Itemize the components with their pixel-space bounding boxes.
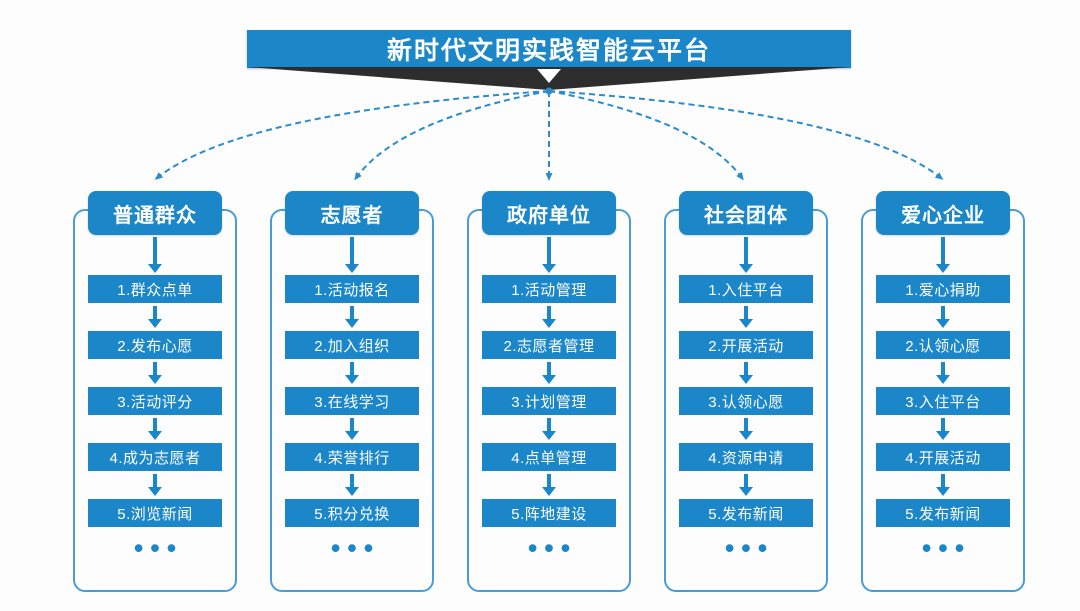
down-arrow-icon	[345, 235, 359, 275]
column-header: 志愿者	[285, 191, 419, 235]
column-header: 普通群众	[88, 191, 222, 235]
flow-step: 3.认领心愿	[679, 387, 813, 415]
flow-step: 2.发布心愿	[88, 331, 222, 359]
column-header-label: 社会团体	[704, 204, 788, 227]
platform-title: 新时代文明实践智能云平台	[386, 37, 711, 65]
down-arrow-icon	[542, 415, 556, 443]
column-volunteers: 志愿者 1.活动报名 2.加入组织 3.在线学习 4.荣誉排行 5.积分兑换 •…	[270, 0, 434, 611]
column-header-label: 普通群众	[113, 204, 197, 227]
flow-step: 2.志愿者管理	[482, 331, 616, 359]
flow-step: 1.爱心捐助	[876, 275, 1010, 303]
flow-step: 4.资源申请	[679, 443, 813, 471]
column-header-label: 政府单位	[507, 204, 591, 227]
flow-step: 1.活动报名	[285, 275, 419, 303]
column-header-label: 志愿者	[320, 204, 384, 227]
flow-step: 1.群众点单	[88, 275, 222, 303]
down-arrow-icon	[148, 235, 162, 275]
flow-step: 5.浏览新闻	[88, 499, 222, 527]
down-arrow-icon	[345, 359, 359, 387]
flow-step: 4.荣誉排行	[285, 443, 419, 471]
flow-step: 3.活动评分	[88, 387, 222, 415]
down-arrow-icon	[936, 471, 950, 499]
flow-step: 2.认领心愿	[876, 331, 1010, 359]
flow-step: 2.加入组织	[285, 331, 419, 359]
column-government-units: 政府单位 1.活动管理 2.志愿者管理 3.计划管理 4.点单管理 5.阵地建设…	[467, 0, 631, 611]
down-arrow-icon	[148, 471, 162, 499]
ellipsis-dots: •••	[330, 533, 381, 563]
down-arrow-icon	[936, 303, 950, 331]
platform-title-banner: 新时代文明实践智能云平台	[247, 30, 851, 68]
flow-step: 4.成为志愿者	[88, 443, 222, 471]
down-arrow-icon	[345, 415, 359, 443]
flow-step: 2.开展活动	[679, 331, 813, 359]
flow-step: 5.积分兑换	[285, 499, 419, 527]
down-arrow-icon	[542, 303, 556, 331]
down-arrow-icon	[739, 471, 753, 499]
flow-step: 4.点单管理	[482, 443, 616, 471]
down-arrow-icon	[936, 235, 950, 275]
down-arrow-icon	[739, 359, 753, 387]
down-arrow-icon	[739, 303, 753, 331]
flow-step: 5.发布新闻	[876, 499, 1010, 527]
flow-step: 3.计划管理	[482, 387, 616, 415]
flow-step: 1.活动管理	[482, 275, 616, 303]
ellipsis-dots: •••	[921, 533, 972, 563]
flow-step: 1.入住平台	[679, 275, 813, 303]
down-arrow-icon	[148, 359, 162, 387]
column-caring-enterprises: 爱心企业 1.爱心捐助 2.认领心愿 3.入住平台 4.开展活动 5.发布新闻 …	[861, 0, 1025, 611]
flow-step: 4.开展活动	[876, 443, 1010, 471]
ellipsis-dots: •••	[133, 533, 184, 563]
down-arrow-icon	[148, 303, 162, 331]
column-ordinary-masses: 普通群众 1.群众点单 2.发布心愿 3.活动评分 4.成为志愿者 5.浏览新闻…	[73, 0, 237, 611]
flow-step: 3.入住平台	[876, 387, 1010, 415]
column-header-label: 爱心企业	[901, 204, 985, 227]
column-header: 爱心企业	[876, 191, 1010, 235]
down-arrow-icon	[542, 359, 556, 387]
ellipsis-dots: •••	[527, 533, 578, 563]
flow-step: 5.发布新闻	[679, 499, 813, 527]
column-header: 社会团体	[679, 191, 813, 235]
down-arrow-icon	[739, 235, 753, 275]
ellipsis-dots: •••	[724, 533, 775, 563]
down-arrow-icon	[936, 359, 950, 387]
down-arrow-icon	[542, 235, 556, 275]
down-arrow-icon	[739, 415, 753, 443]
flow-step: 3.在线学习	[285, 387, 419, 415]
down-arrow-icon	[345, 471, 359, 499]
down-arrow-icon	[345, 303, 359, 331]
banner-down-arrow-icon	[537, 69, 561, 83]
column-social-groups: 社会团体 1.入住平台 2.开展活动 3.认领心愿 4.资源申请 5.发布新闻 …	[664, 0, 828, 611]
flow-step: 5.阵地建设	[482, 499, 616, 527]
column-header: 政府单位	[482, 191, 616, 235]
down-arrow-icon	[148, 415, 162, 443]
down-arrow-icon	[936, 415, 950, 443]
down-arrow-icon	[542, 471, 556, 499]
